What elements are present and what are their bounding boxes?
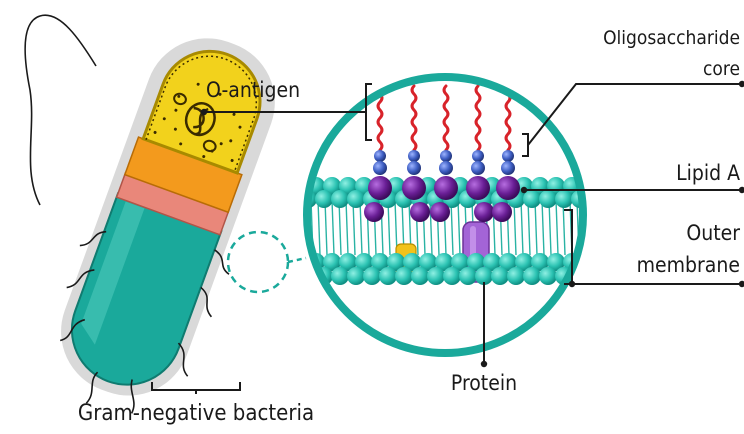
phospholipid-head [347,267,365,285]
lipid-a-head [364,202,384,222]
core-sugar [408,150,420,162]
phospholipid-head [587,267,605,285]
phospholipid-head [291,253,309,271]
phospholipid-head [427,267,445,285]
lipid-a-head [466,176,490,200]
protein-label: Protein [451,371,517,395]
phospholipid-head [411,267,429,285]
lipid-a-head [434,176,458,200]
core-sugar [471,161,485,175]
phospholipid-head [523,267,541,285]
core-sugar [501,161,515,175]
core-sugar [373,161,387,175]
lipid-a-head [368,176,392,200]
phospholipid-head [331,267,349,285]
phospholipid-head [491,267,509,285]
lipid-a-head [474,202,494,222]
lipid-a-head [402,176,426,200]
zoom-connector [288,258,306,262]
core-sugar [440,150,452,162]
core-label: core [703,58,740,80]
core-sugar [374,150,386,162]
core-sugar [472,150,484,162]
outer-label: Outer [686,221,740,245]
flagellum [25,15,96,205]
o-antigen-label: O-antigen [206,78,300,102]
core-sugar [502,150,514,162]
phospholipid-head [507,267,525,285]
lipid-a-head [492,202,512,222]
membrane-label: membrane [637,253,740,277]
phospholipid-head [347,190,365,208]
phospholipid-head [579,253,597,271]
phospholipid-head [539,190,557,208]
phospholipid-head [315,190,333,208]
lipid-a-head [430,202,450,222]
magnified-membrane [291,77,605,353]
phospholipid-head [443,267,461,285]
bacteria-label: Gram-negative bacteria [78,401,314,426]
phospholipid-head [555,190,573,208]
phospholipid-head [539,267,557,285]
core-sugar [407,161,421,175]
phospholipid-head [587,190,605,208]
lipid-a-label: Lipid A [676,161,740,185]
phospholipid-head [395,267,413,285]
phospholipid-head [459,267,477,285]
phospholipid-head [363,267,381,285]
phospholipid-head [379,267,397,285]
lipid-a-head [410,202,430,222]
oligosaccharide-label: Oligosaccharide [603,27,740,49]
zoom-source-circle [228,232,288,292]
lipid-a-head [496,176,520,200]
core-sugar [439,161,453,175]
phospholipid-head [331,190,349,208]
